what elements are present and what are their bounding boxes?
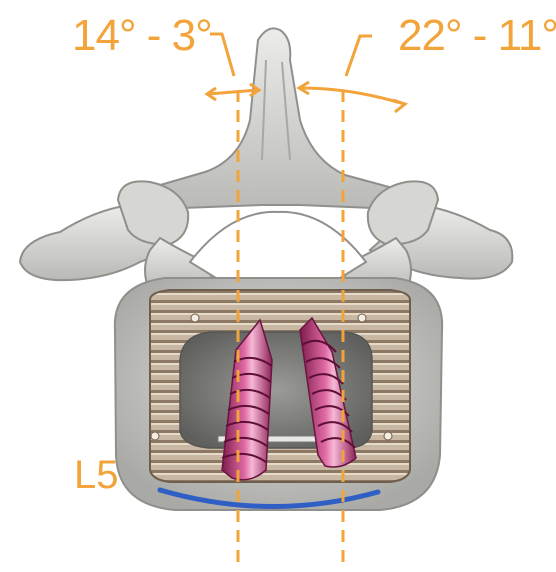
right-angle-leader: [346, 36, 372, 76]
interbody-cage: [150, 290, 410, 482]
left-angle-indicator: [207, 34, 259, 100]
right-angle-indicator: [299, 36, 405, 112]
vertebral-arch: [20, 28, 512, 292]
right-angle-arrow: [300, 88, 404, 104]
right-angle-label: 22° - 11°: [398, 14, 556, 58]
left-angle-arrow: [208, 90, 258, 94]
vertebra-level-label: L5: [74, 455, 119, 495]
left-angle-label: 14° - 3°: [72, 14, 212, 58]
spinal-canal: [190, 212, 366, 278]
left-angle-leader: [210, 34, 234, 76]
